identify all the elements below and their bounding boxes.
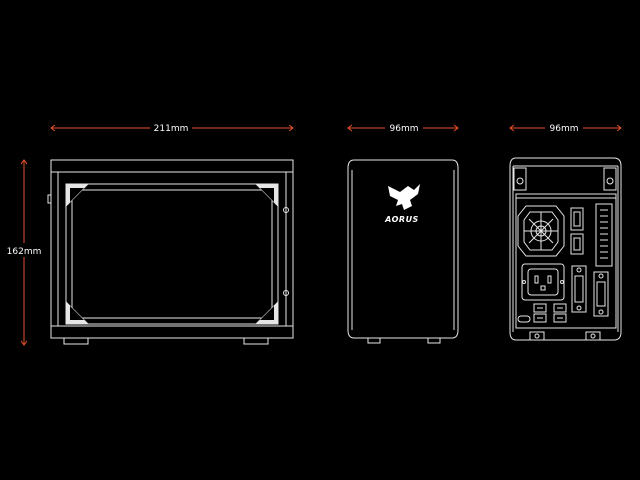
foot <box>367 337 381 344</box>
side-body <box>50 159 294 339</box>
width-arrow-right <box>288 124 294 132</box>
power-socket-icon <box>521 263 565 301</box>
foot <box>529 331 545 341</box>
screw <box>516 177 524 185</box>
rear-depth-label: 96mm <box>550 124 579 134</box>
dvi-port-icon <box>593 271 609 317</box>
width-arrow-left <box>50 124 56 132</box>
screw <box>283 207 289 213</box>
aorus-eagle-icon <box>388 184 420 210</box>
foot <box>585 331 601 341</box>
screw <box>606 177 614 185</box>
rear-view <box>509 157 622 341</box>
depth-arrow-right <box>453 124 459 132</box>
height-arrow-bottom <box>20 340 28 346</box>
displayport-icon <box>570 207 584 231</box>
foot <box>427 337 441 344</box>
depth-label: 96mm <box>390 124 419 134</box>
foot <box>63 337 89 345</box>
front-view <box>347 159 459 344</box>
rear-depth-arrow-right <box>616 124 622 132</box>
rear-body <box>509 157 622 341</box>
screw <box>283 290 289 296</box>
height-arrow-top <box>20 159 28 165</box>
rear-panel <box>515 193 617 329</box>
side-panel <box>65 183 279 325</box>
bracket-slots <box>595 203 613 267</box>
foot <box>243 337 269 345</box>
front-body <box>347 159 459 339</box>
dvi-port-icon <box>571 265 587 313</box>
fan-grille-icon <box>517 205 565 257</box>
side-view <box>47 159 294 345</box>
usb-ports-icon <box>517 303 567 323</box>
rear-depth-arrow-left <box>509 124 515 132</box>
brand-logo-text: AORUS <box>384 215 419 224</box>
height-label: 162mm <box>7 247 42 257</box>
depth-arrow-left <box>347 124 353 132</box>
width-label: 211mm <box>154 124 189 134</box>
hdmi-port-icon <box>570 233 584 255</box>
